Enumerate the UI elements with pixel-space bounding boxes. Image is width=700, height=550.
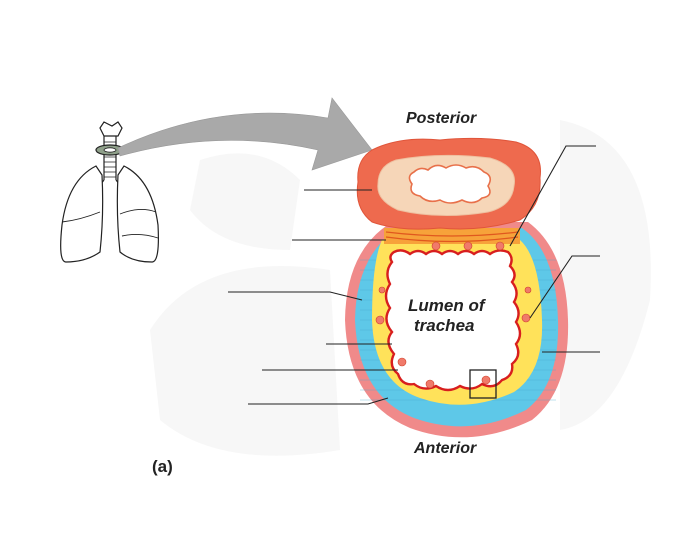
seromucous-glands — [375, 241, 532, 389]
leader-line-6 — [248, 397, 389, 405]
leader-line-3 — [228, 291, 363, 301]
background-shading — [150, 120, 651, 456]
lumen-label-line1: Lumen of — [408, 296, 487, 315]
lumen-label-line2: trachea — [414, 316, 474, 335]
detail-box — [469, 369, 497, 399]
leader-lines — [228, 145, 600, 405]
lungs-locator-icon — [60, 121, 159, 263]
leader-line-7 — [509, 145, 596, 247]
pointer-arrow — [117, 97, 373, 171]
trachea-section — [345, 222, 569, 438]
esophagus — [356, 137, 541, 230]
mucosa-layer — [384, 249, 522, 392]
esophagus-lumen — [408, 164, 492, 204]
anterior-label: Anterior — [413, 440, 477, 457]
panel-label: (a) — [152, 457, 173, 476]
leader-line-8 — [529, 255, 600, 319]
posterior-label: Posterior — [406, 110, 477, 127]
